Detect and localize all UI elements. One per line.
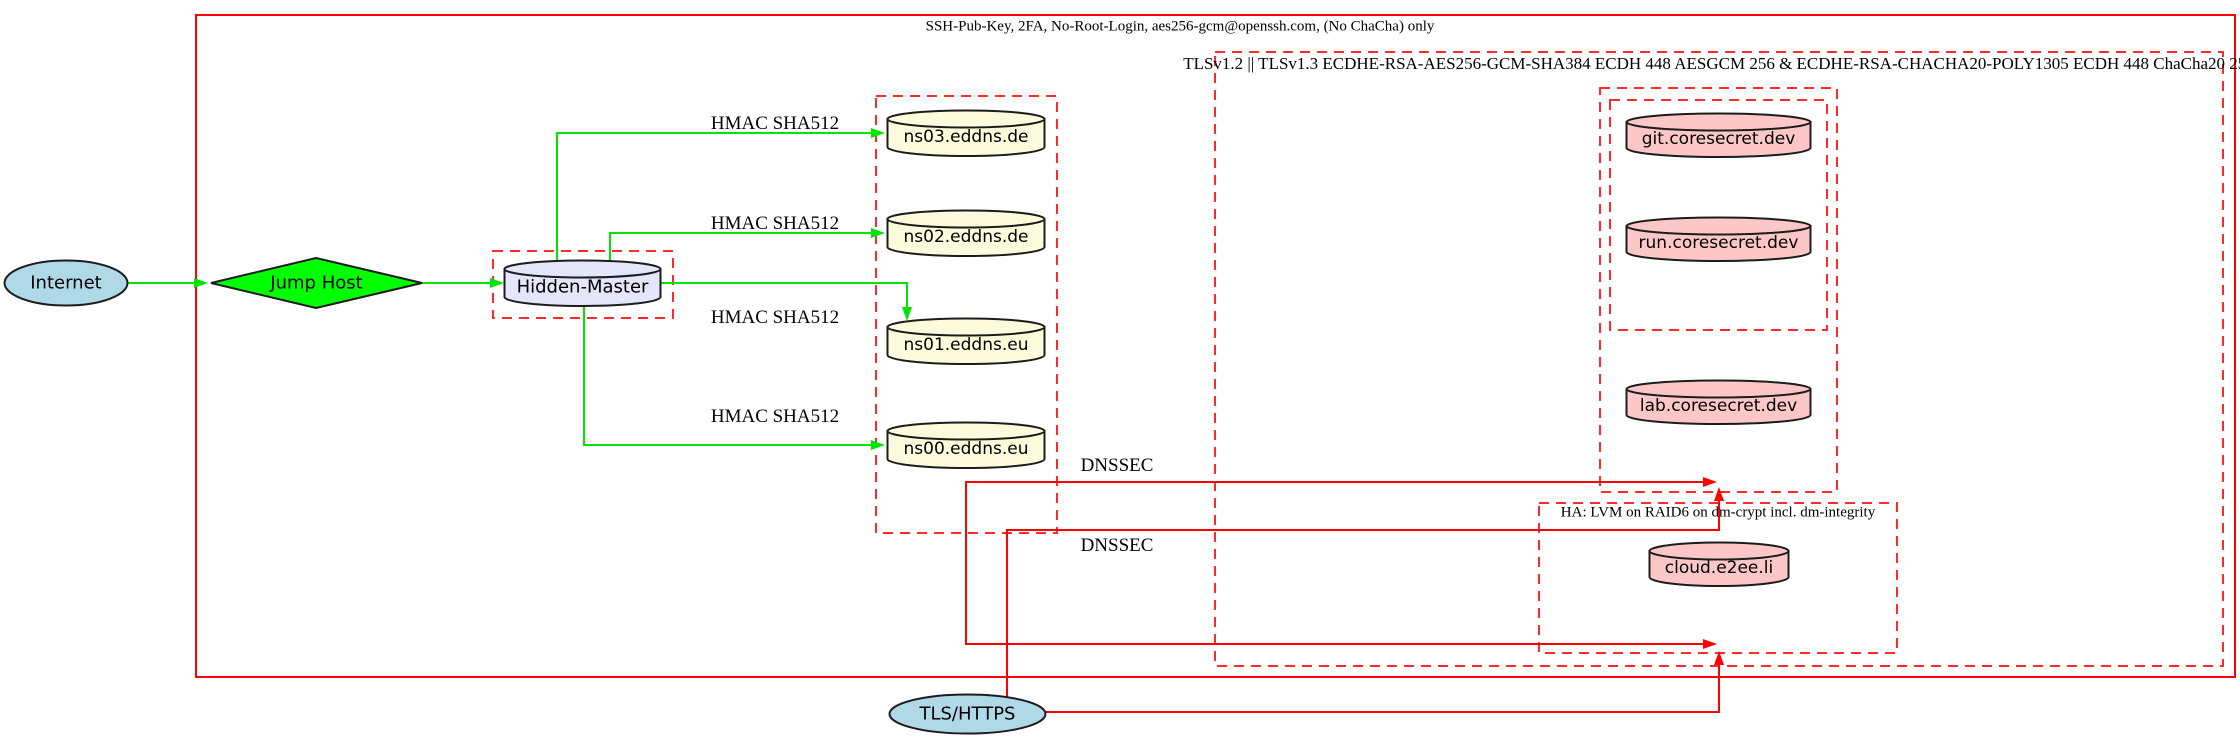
red-arrowheads [1703,477,1724,665]
node-ns01-label: ns01.eddns.eu [903,335,1029,355]
edge-label-hmac-ns03: HMAC SHA512 [710,113,840,134]
ellipse-shape [3,259,129,307]
edge-hiddenmaster-ns00 [583,300,871,446]
ssh-boundary-label: SSH-Pub-Key, 2FA, No-Root-Login, aes256-… [925,18,1435,35]
edge-label-hmac-ns02: HMAC SHA512 [710,213,840,234]
edge-hiddenmaster-ns03 [556,132,871,280]
node-hidden-master-label: Hidden-Master [516,276,649,298]
edge-tlshttps-ha [1040,664,1720,713]
node-ns00-label: ns00.eddns.eu [903,439,1029,459]
arrowhead-to-coresecret-right [1703,477,1717,487]
node-lab: lab.coresecret.dev [1625,379,1812,425]
cylinder-shape [1625,112,1812,158]
node-jump-host: Jump Host [209,257,424,309]
cylinder-shape [503,259,662,307]
node-run: run.coresecret.dev [1625,216,1812,262]
arrowhead-to-coresecret-up [1714,487,1724,501]
node-tls-https: TLS/HTTPS [888,693,1047,735]
coresecret-cluster-box [1599,87,1838,493]
cylinder-shape [886,109,1046,157]
coresecret-inner-cluster-box [1609,99,1828,331]
diamond-shape [210,257,423,309]
edge-label-hmac-ns01: HMAC SHA512 [710,307,840,328]
arrowhead-to-ha-right [1703,639,1717,649]
cylinder-shape [1648,541,1790,587]
arrowhead-to-ns00 [871,440,885,450]
red-edges [965,481,1720,713]
cylinder-shape [1625,379,1812,425]
cylinder-shape [1625,216,1812,262]
green-arrowheads [194,128,912,450]
node-cloud-label: cloud.e2ee.li [1664,558,1774,578]
node-lab-label: lab.coresecret.dev [1639,396,1798,416]
node-ns03-label: ns03.eddns.de [903,127,1029,147]
node-ns00: ns00.eddns.eu [886,421,1046,469]
edge-label-dnssec-2: DNSSEC [1080,535,1154,556]
arrowhead-to-hiddenmaster [490,278,504,288]
edge-dnssec-routes [965,481,1703,645]
arrowhead-to-ha-up [1714,651,1724,665]
arrowhead-to-ns03 [871,128,885,138]
nameserver-cluster-box [875,95,1058,534]
ssh-boundary-box [195,14,2236,678]
arrowhead-to-jumphost [194,278,208,288]
cylinder-shape [886,421,1046,469]
edge-tlshttps-coresecret [1006,500,1720,700]
arrowhead-to-ns02 [871,228,885,238]
node-internet: Internet [3,259,129,307]
tls-cluster-label: TLSv1.2 || TLSv1.3 ECDHE-RSA-AES256-GCM-… [1183,54,2240,73]
edge-label-hmac-ns00: HMAC SHA512 [710,406,840,427]
node-git: git.coresecret.dev [1625,112,1812,158]
node-hidden-master: Hidden-Master [503,259,662,307]
node-ns03: ns03.eddns.de [886,109,1046,157]
cylinder-shape [886,209,1046,257]
node-cloud: cloud.e2ee.li [1648,541,1790,587]
node-git-label: git.coresecret.dev [1641,129,1796,149]
cylinder-shape [886,317,1046,365]
node-run-label: run.coresecret.dev [1638,233,1799,253]
ha-cluster-label: HA: LVM on RAID6 on dm-crypt incl. dm-in… [1560,504,1876,521]
node-jump-host-label: Jump Host [270,272,363,294]
node-tls-https-label: TLS/HTTPS [919,703,1016,725]
edge-hiddenmaster-ns01 [650,282,908,307]
node-ns01: ns01.eddns.eu [886,317,1046,365]
ellipse-shape [888,693,1047,735]
edge-label-dnssec-1: DNSSEC [1080,455,1154,476]
arrowhead-to-ns01 [902,307,912,321]
node-internet-label: Internet [30,272,102,294]
node-ns02-label: ns02.eddns.de [903,227,1029,247]
node-ns02: ns02.eddns.de [886,209,1046,257]
